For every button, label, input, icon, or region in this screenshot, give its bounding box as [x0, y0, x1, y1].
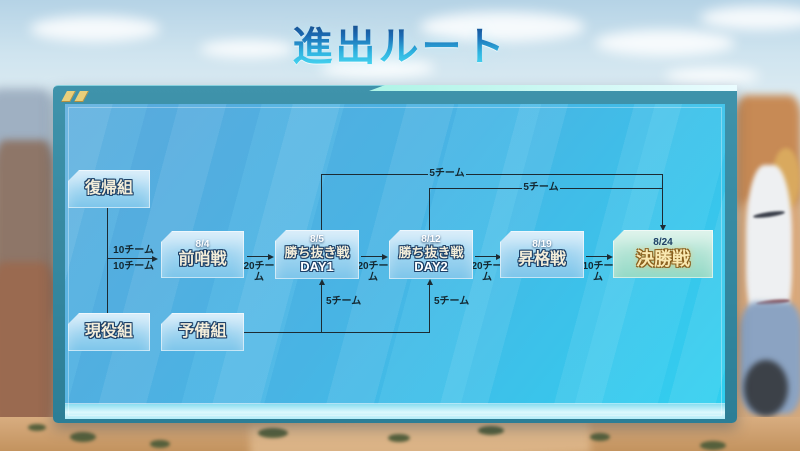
node-active-group: 現役組 — [68, 313, 150, 351]
node-label: 勝ち抜き戦 — [284, 244, 350, 260]
node-sublabel: DAY1 — [300, 259, 334, 275]
edge-label-reserve-day1: 5チーム — [326, 296, 362, 307]
shrub — [70, 432, 96, 442]
panel-bottom-strip — [65, 404, 725, 419]
connector-line — [321, 284, 322, 332]
node-date: 8/19 — [532, 239, 552, 251]
connector-line — [107, 258, 153, 259]
cloud — [595, 30, 735, 56]
shrub — [388, 434, 410, 442]
cloud — [320, 58, 435, 78]
node-reserve-group: 予備組 — [161, 313, 244, 351]
arrowhead-icon — [152, 255, 158, 262]
shrub — [478, 426, 504, 435]
shrub — [258, 428, 288, 438]
node-sublabel: DAY2 — [414, 259, 448, 275]
node-label: 復帰組 — [84, 180, 133, 198]
vehicle-wheel — [744, 360, 788, 416]
shrub — [700, 441, 726, 450]
edge-label-returning: 10チーム — [113, 245, 154, 256]
connector-line — [321, 174, 428, 175]
node-outpost-battle: 8/4 前哨戦 — [161, 231, 244, 278]
node-elimination-day2: 8/12 勝ち抜き戦 DAY2 — [389, 230, 473, 279]
arrowhead-icon — [607, 253, 613, 260]
cloud — [665, 68, 760, 84]
connector-line — [662, 174, 663, 226]
rock-left — [0, 262, 54, 437]
edge-label-reserve-day2: 5チーム — [434, 296, 470, 307]
edge-label-outpost-day1: 20チーム — [243, 261, 275, 283]
node-label: 決勝戦 — [636, 249, 690, 270]
arrowhead-icon — [382, 253, 388, 260]
node-label: 現役組 — [84, 323, 133, 341]
arrowhead-icon — [496, 253, 502, 260]
edge-label-day2-promotion: 20チーム — [471, 261, 503, 283]
arrowhead-icon — [659, 225, 666, 231]
connector-line — [321, 174, 322, 231]
arrowhead-icon — [426, 279, 433, 285]
node-label: 昇格戦 — [517, 251, 566, 269]
node-label: 前哨戦 — [178, 251, 227, 269]
connector-line — [247, 256, 269, 257]
connector-line — [429, 188, 430, 231]
cloud — [420, 12, 585, 42]
cloud — [30, 16, 160, 42]
connector-line — [429, 284, 430, 332]
node-elimination-day1: 8/5 勝ち抜き戦 DAY1 — [275, 230, 359, 279]
connector-line — [244, 332, 430, 333]
connector-line — [560, 188, 662, 189]
connector-line — [466, 174, 662, 175]
edge-label-promotion-final: 10チーム — [582, 261, 614, 283]
node-label: 勝ち抜き戦 — [398, 244, 464, 260]
node-returning-group: 復帰組 — [68, 170, 150, 208]
shrub — [28, 424, 46, 431]
page-title: 進出ルート — [0, 14, 800, 72]
connector-line — [475, 256, 497, 257]
node-date: 8/4 — [195, 239, 210, 251]
edge-label-day1-final: 5チーム — [429, 168, 465, 179]
node-date: 8/24 — [653, 237, 673, 249]
shrub — [590, 433, 610, 441]
cloud — [200, 40, 295, 58]
edge-label-day1-day2: 20チーム — [357, 261, 389, 283]
panel-top-highlight — [369, 85, 737, 91]
connector-line — [361, 256, 383, 257]
connector-line — [107, 208, 108, 313]
shrub — [150, 440, 170, 448]
arrowhead-icon — [318, 279, 325, 285]
node-label: 予備組 — [178, 323, 227, 341]
node-date: 8/12 — [421, 233, 441, 245]
cloud — [700, 6, 800, 30]
node-promotion-battle: 8/19 昇格戦 — [500, 231, 584, 278]
edge-label-day2-final: 5チーム — [523, 182, 559, 193]
node-date: 8/5 — [310, 233, 324, 245]
edge-label-active: 10チーム — [113, 261, 154, 272]
arrowhead-icon — [268, 253, 274, 260]
connector-line — [429, 188, 522, 189]
node-final-battle: 8/24 決勝戦 — [613, 230, 713, 278]
connector-line — [586, 256, 608, 257]
